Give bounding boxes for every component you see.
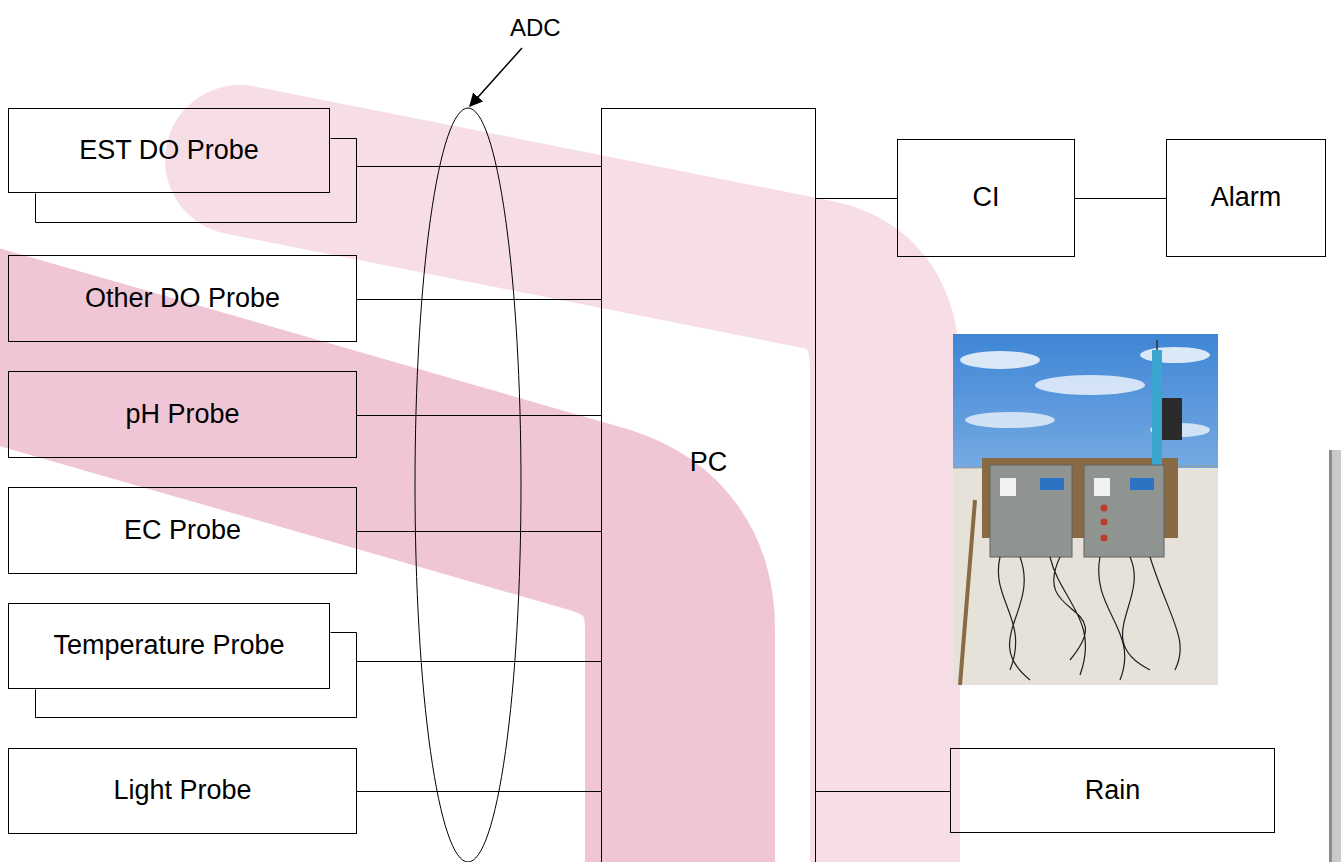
connector-line bbox=[357, 531, 601, 532]
box-label: Other DO Probe bbox=[85, 283, 280, 314]
photo-edge bbox=[1329, 450, 1341, 862]
process-box: EC Probe bbox=[8, 487, 357, 574]
connector-line bbox=[357, 166, 601, 167]
box-face: Temperature Probe bbox=[8, 603, 330, 689]
process-box: CI bbox=[897, 139, 1075, 257]
box-face: EST DO Probe bbox=[8, 108, 330, 193]
process-box: pH Probe bbox=[8, 371, 357, 458]
box-label: pH Probe bbox=[125, 399, 239, 430]
stacked-outline bbox=[8, 108, 357, 223]
box-label: Alarm bbox=[1211, 182, 1282, 213]
leader-arrow bbox=[470, 48, 522, 106]
watermark-band bbox=[0, 160, 885, 862]
process-box: PC bbox=[601, 108, 816, 862]
box-label: EC Probe bbox=[124, 515, 241, 546]
box-label: CI bbox=[973, 182, 1000, 213]
process-box: Rain bbox=[950, 748, 1275, 833]
site-photo bbox=[953, 334, 1218, 685]
part-name: ADC bbox=[510, 14, 561, 42]
box-label: Rain bbox=[1085, 775, 1141, 806]
box-label: Light Probe bbox=[113, 775, 251, 806]
connector-line bbox=[357, 415, 601, 416]
adc-ellipse bbox=[415, 108, 521, 862]
box-label: EST DO Probe bbox=[79, 135, 259, 166]
process-box: Alarm bbox=[1166, 139, 1326, 257]
connector-line bbox=[357, 661, 601, 662]
connector-line bbox=[816, 791, 950, 792]
box-label: Temperature Probe bbox=[53, 630, 284, 661]
connector-line bbox=[357, 791, 601, 792]
process-box: Light Probe bbox=[8, 748, 357, 834]
box-label: PC bbox=[690, 447, 728, 478]
stacked-box: Temperature Probe bbox=[8, 603, 357, 718]
photo-edge bbox=[1329, 450, 1332, 862]
connector-line bbox=[1075, 198, 1166, 199]
process-box: Other DO Probe bbox=[8, 255, 357, 342]
connector-line bbox=[816, 198, 897, 199]
stacked-box: EST DO Probe bbox=[8, 108, 357, 223]
connector-line bbox=[357, 299, 601, 300]
stacked-outline bbox=[8, 603, 357, 718]
